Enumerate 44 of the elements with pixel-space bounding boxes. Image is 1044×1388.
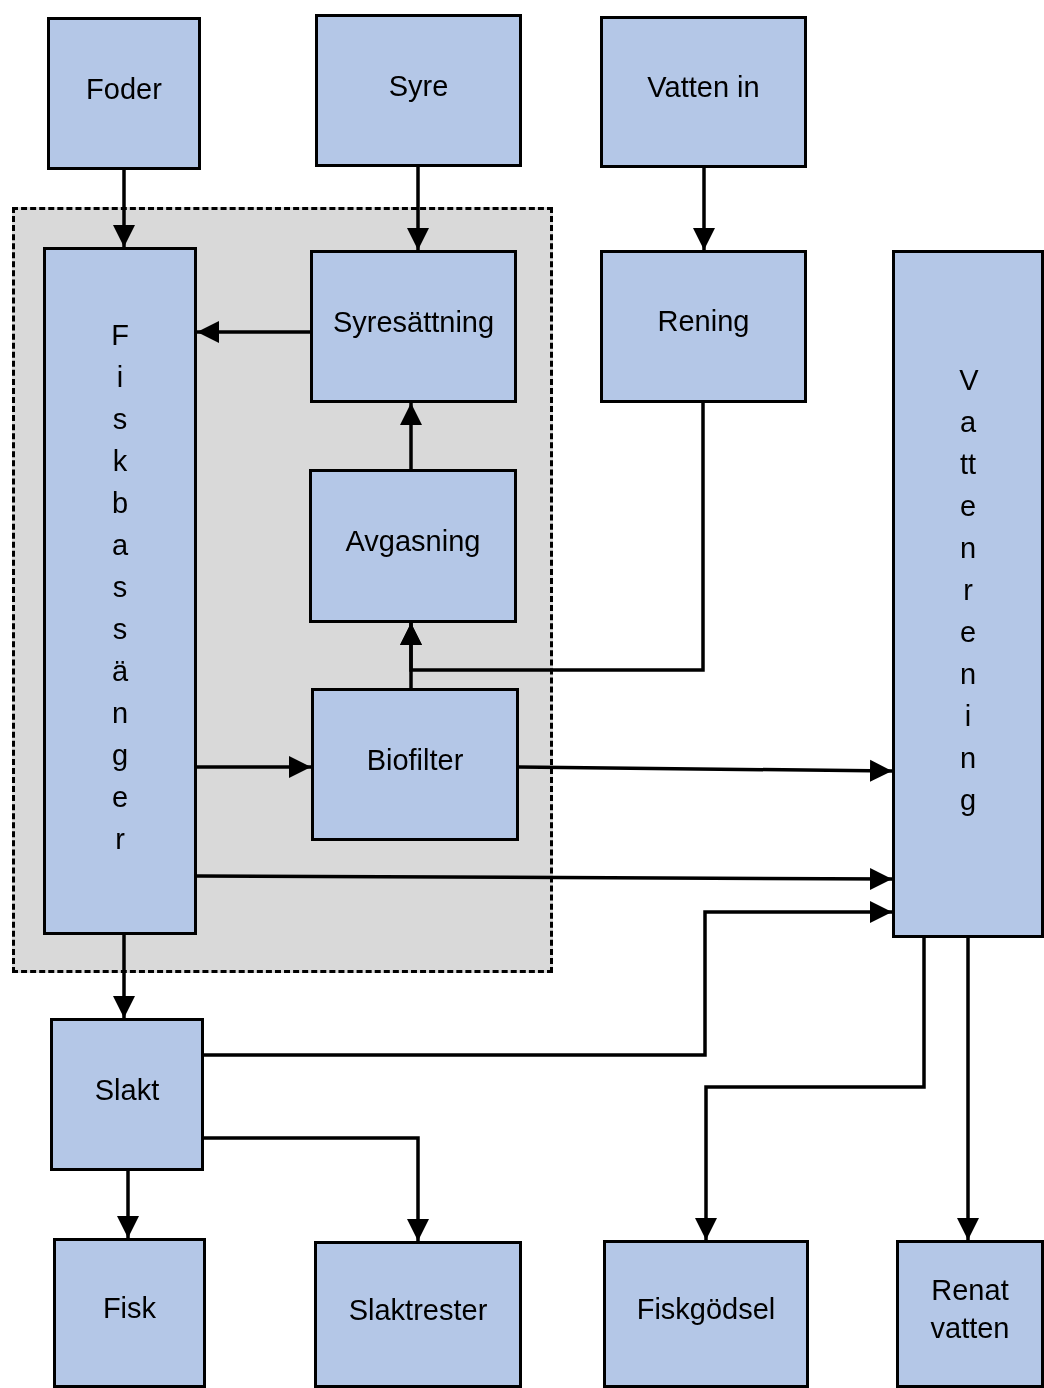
process-box	[310, 250, 517, 403]
process-box	[600, 250, 807, 403]
process-box	[603, 1240, 809, 1388]
arrow	[407, 167, 429, 250]
box-label: Slakt	[93, 1072, 161, 1108]
arrow	[693, 168, 715, 250]
box-label: Slaktrester	[347, 1292, 489, 1328]
process-box	[314, 1241, 522, 1388]
arrow	[204, 1136, 429, 1241]
box-label: Biofilter	[365, 742, 465, 778]
arrow	[113, 170, 135, 247]
arrow	[204, 901, 892, 1057]
arrow	[400, 403, 705, 672]
arrow	[400, 403, 422, 469]
arrow	[197, 756, 311, 778]
arrow	[113, 935, 135, 1018]
box-label: Fiskbassänger	[111, 317, 129, 858]
box-label: Syre	[387, 68, 450, 104]
process-box	[43, 247, 197, 935]
box-label: Renat vatten	[929, 1273, 1011, 1346]
arrow	[117, 1171, 139, 1238]
box-label: Rening	[656, 304, 751, 339]
process-box	[896, 1240, 1044, 1388]
arrow	[957, 938, 979, 1240]
box-label: Syresättning	[331, 304, 496, 340]
process-box	[315, 14, 522, 167]
arrow	[695, 938, 926, 1240]
arrow	[197, 867, 892, 890]
process-box	[50, 1018, 204, 1171]
box-label: Fisk	[101, 1291, 158, 1327]
box-label: Vatten in	[646, 70, 761, 106]
process-box	[311, 688, 519, 841]
box-label: Foder	[85, 71, 163, 107]
box-label: Vattenrening	[959, 362, 977, 819]
arrow	[197, 321, 310, 343]
process-box	[53, 1238, 206, 1388]
process-box	[600, 16, 807, 168]
process-box	[309, 469, 517, 623]
box-label: Fiskgödsel	[635, 1292, 777, 1328]
process-box	[892, 250, 1044, 938]
box-label: Avgasning	[344, 524, 482, 560]
arrow	[519, 759, 892, 782]
process-box	[47, 17, 201, 170]
dashed-group-area	[12, 207, 553, 973]
